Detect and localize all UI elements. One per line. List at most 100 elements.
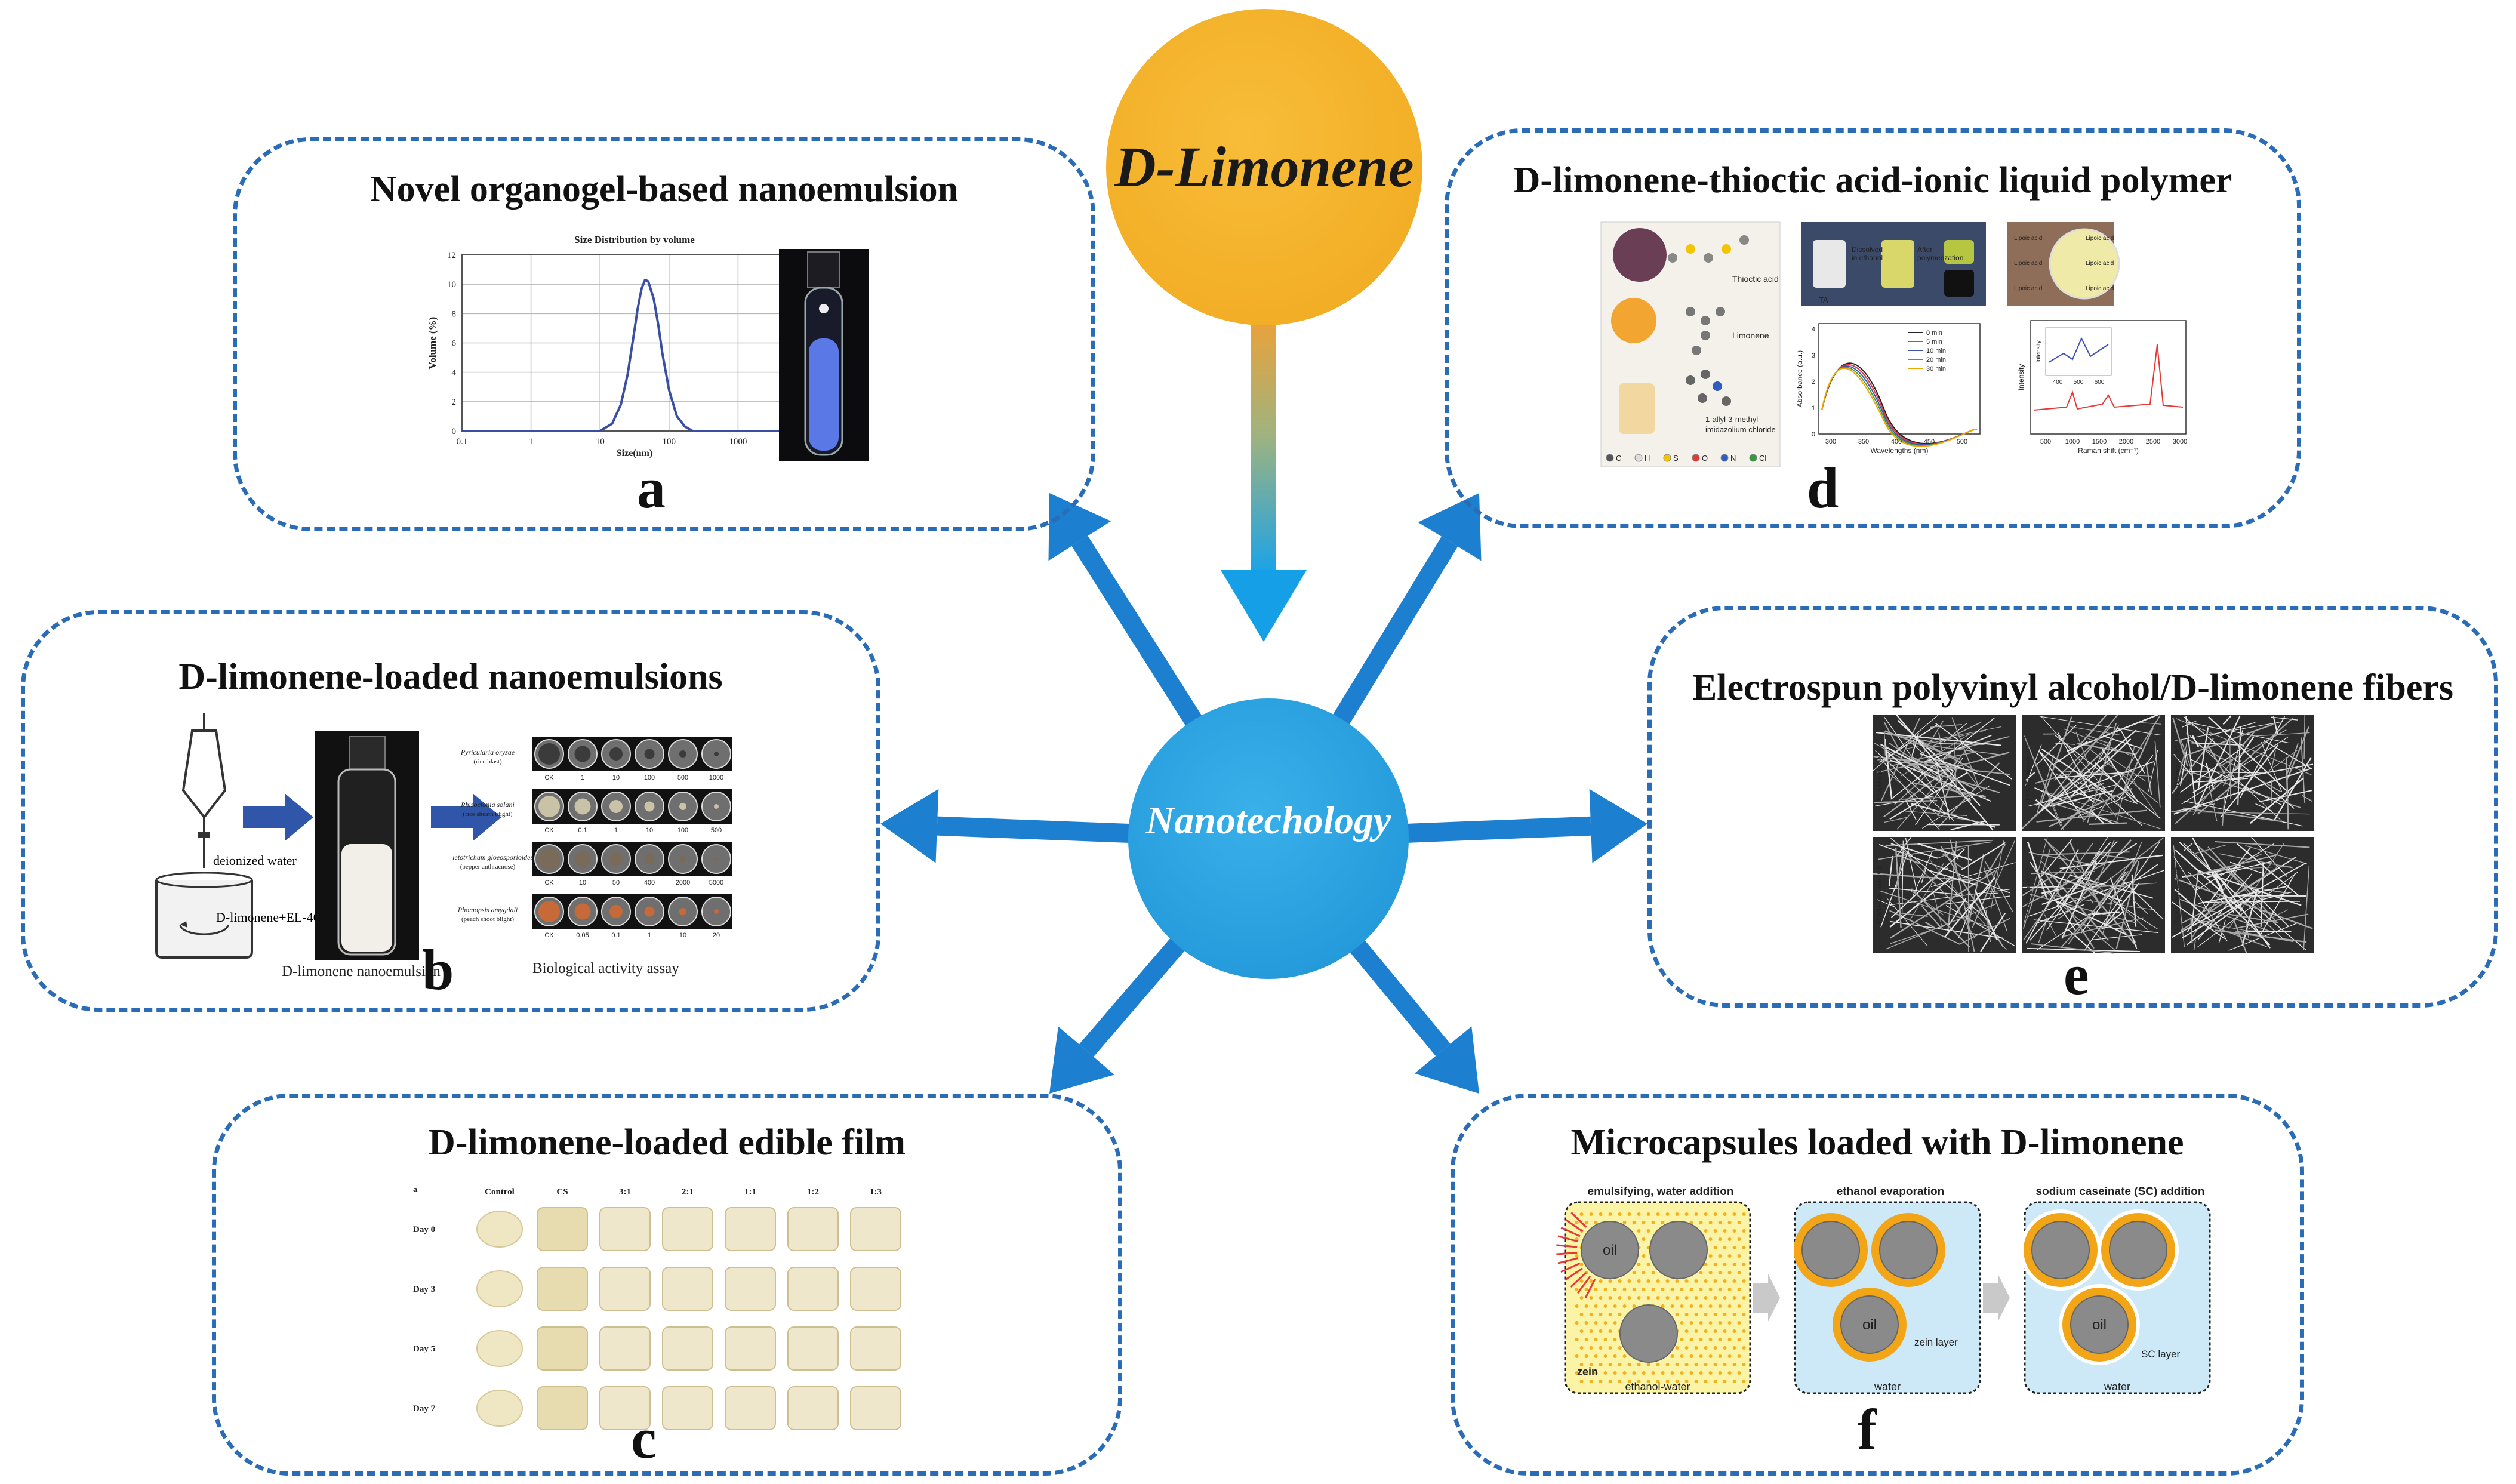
uv-plot-frame	[1818, 323, 1981, 435]
assay-row-name: Rhizoctonia solani	[460, 801, 515, 809]
zein-dot	[1699, 1321, 1703, 1325]
zein-dot	[1694, 1363, 1698, 1366]
fiber	[2054, 900, 2127, 935]
fiber	[1901, 795, 1985, 800]
fiber	[2130, 842, 2142, 871]
fiber	[1874, 796, 1935, 806]
zein-dot	[1723, 1380, 1727, 1383]
fiber	[2035, 788, 2162, 830]
zein-dot	[1727, 1221, 1732, 1224]
assay-dose-label: 10	[579, 879, 586, 886]
uv-x-tick: 400	[1891, 438, 1902, 445]
zein-dot	[1704, 1363, 1708, 1366]
arrow-to-a-shaft	[1071, 535, 1203, 728]
uv-x-tick: 450	[1924, 438, 1935, 445]
zein-dot	[1589, 1313, 1593, 1316]
zein-dot	[1594, 1304, 1598, 1308]
fiber-micrograph: PVA/D-limonene 1:2	[2022, 715, 2165, 831]
fiber	[1911, 803, 1996, 828]
zein-dot	[1732, 1329, 1736, 1333]
fiber	[2255, 803, 2272, 812]
fiber	[2236, 909, 2288, 935]
right-arrow-icon	[431, 793, 501, 841]
fiber	[2271, 716, 2298, 721]
zein-dot	[1646, 1212, 1650, 1216]
fiber	[2208, 866, 2292, 871]
fiber	[2221, 729, 2287, 766]
fiber	[1883, 762, 1958, 818]
oil-droplet	[1649, 1221, 1708, 1279]
zein-dot	[1618, 1313, 1622, 1316]
assay-dose-label: CK	[544, 774, 554, 781]
zein-dot	[1699, 1338, 1703, 1341]
atom-legend-label: O	[1702, 454, 1708, 463]
zein-dot	[1689, 1288, 1693, 1291]
zein-dot	[1603, 1338, 1607, 1341]
fiber	[2228, 867, 2289, 927]
fiber	[2176, 718, 2312, 775]
zein-dot	[1608, 1279, 1612, 1283]
plate-label: Lipoic acid	[2014, 235, 2042, 242]
zein-dot	[1723, 1363, 1727, 1366]
fiber	[2246, 930, 2292, 932]
fiber	[2109, 860, 2138, 906]
film-sample	[787, 1386, 839, 1430]
zein-dot	[1704, 1212, 1708, 1216]
arrow-to-e-shaft	[1405, 816, 1591, 843]
fiber	[1887, 898, 1928, 947]
fiber	[1959, 918, 2010, 945]
y-tick-label: 10	[447, 280, 456, 290]
oil-label: oil	[1603, 1242, 1617, 1258]
fiber	[1938, 774, 2001, 794]
fiber	[2053, 741, 2088, 765]
fiber	[1911, 851, 1933, 898]
fiber	[2237, 913, 2309, 929]
zein-dot	[1665, 1363, 1670, 1366]
fungal-colony	[609, 905, 623, 918]
zein-dot	[1684, 1296, 1689, 1300]
zein-dot	[1689, 1338, 1693, 1341]
zein-dot	[1718, 1354, 1722, 1358]
zein-dot	[1594, 1338, 1598, 1341]
vial	[1881, 240, 1914, 288]
zein-dot	[1608, 1296, 1612, 1300]
zein-dot	[1675, 1380, 1679, 1383]
panel-d-title: D-limonene-thioctic acid-ionic liquid po…	[1513, 160, 2232, 201]
assay-dose-label: 0.1	[578, 827, 587, 834]
fiber	[2040, 851, 2130, 855]
bioassay-caption: Biological activity assay	[532, 960, 679, 977]
y-tick-label: 12	[447, 251, 456, 260]
plate-label: Lipoic acid	[2086, 285, 2114, 292]
zein-dot	[1599, 1313, 1603, 1316]
zein-dot	[1579, 1380, 1584, 1383]
zein-dot	[1646, 1296, 1650, 1300]
zein-dot	[1708, 1288, 1713, 1291]
top-stem	[1251, 322, 1276, 573]
step-label: polymerization	[1917, 254, 1963, 262]
raman-inset-y-label: Intensity	[2035, 340, 2042, 362]
zein-dot	[1646, 1380, 1650, 1383]
fiber	[2038, 750, 2084, 820]
fiber	[2140, 722, 2161, 725]
plate-label: Lipoic acid	[2014, 285, 2042, 292]
zein-dot	[1684, 1346, 1689, 1350]
atom-legend-label: Cl	[1759, 454, 1766, 463]
fiber	[2041, 888, 2065, 894]
zein-dot	[1579, 1313, 1584, 1316]
zein-dot	[1637, 1363, 1641, 1366]
fiber	[2046, 783, 2104, 808]
fiber	[2197, 873, 2252, 940]
zein-dot	[1680, 1288, 1684, 1291]
fiber	[2063, 771, 2100, 787]
film-column-header: 1:2	[807, 1187, 819, 1197]
zein-dot	[1704, 1380, 1708, 1383]
plate-label: Lipoic acid	[2014, 260, 2042, 267]
y-tick-label: 4	[452, 368, 457, 378]
raman-x-tick: 2500	[2146, 438, 2160, 445]
zein-dot	[1742, 1229, 1746, 1233]
zein-dot	[1699, 1304, 1703, 1308]
zein-dot	[1680, 1371, 1684, 1375]
zein-layer-label: zein layer	[1914, 1337, 1958, 1348]
zein-dot	[1613, 1371, 1617, 1375]
